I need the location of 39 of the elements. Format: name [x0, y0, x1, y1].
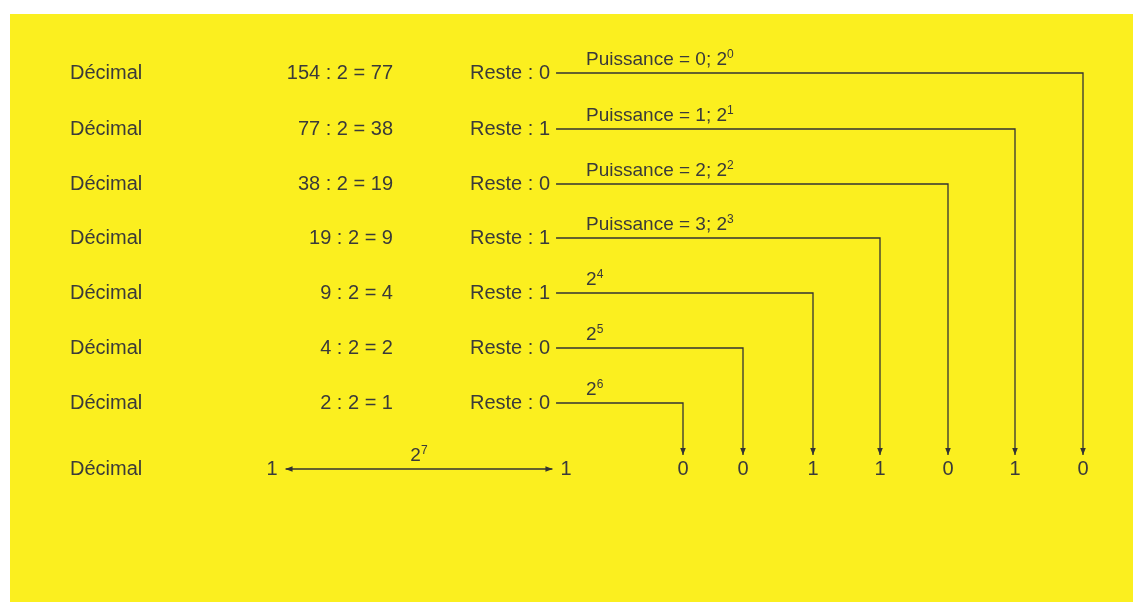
division-text: 38 : 2 = 19: [297, 171, 393, 195]
division-text: 2 : 2 = 1: [320, 390, 393, 414]
arrow: [555, 72, 1086, 456]
binary-digit: 0: [737, 456, 749, 480]
division-text: 77 : 2 = 38: [297, 116, 393, 140]
binary-digit: 0: [942, 456, 954, 480]
remainder-text: Reste : 0: [470, 171, 551, 195]
division-text: 154 : 2 = 77: [286, 60, 393, 84]
row-heading: Décimal: [70, 225, 143, 249]
remainder-text: Reste : 0: [470, 390, 551, 414]
arrow: [555, 402, 686, 456]
binary-digit: 1: [807, 456, 819, 480]
remainder-text: Reste : 1: [470, 116, 551, 140]
row-heading: Décimal: [70, 456, 143, 480]
arrow: [555, 128, 1018, 456]
remainder-text: Reste : 0: [470, 60, 551, 84]
row-heading: Décimal: [70, 60, 143, 84]
binary-digit: 1: [266, 456, 278, 480]
binary-digit: 0: [677, 456, 689, 480]
row-heading: Décimal: [70, 280, 143, 304]
row-heading: Décimal: [70, 116, 143, 140]
division-text: 19 : 2 = 9: [309, 225, 393, 249]
binary-digit: 1: [1009, 456, 1021, 480]
row-heading: Décimal: [70, 390, 143, 414]
binary-digit: 0: [1077, 456, 1089, 480]
division-text: 4 : 2 = 2: [320, 335, 393, 359]
arrow: [284, 466, 554, 472]
row-heading: Décimal: [70, 335, 143, 359]
arrow: [555, 183, 951, 456]
division-text: 9 : 2 = 4: [320, 280, 393, 304]
remainder-text: Reste : 1: [470, 280, 551, 304]
remainder-text: Reste : 1: [470, 225, 551, 249]
arrow: [555, 347, 746, 456]
row-heading: Décimal: [70, 171, 143, 195]
remainder-text: Reste : 0: [470, 335, 551, 359]
binary-digit: 1: [874, 456, 886, 480]
arrow: [555, 292, 816, 456]
arrow: [555, 237, 883, 456]
binary-digit: 1: [560, 456, 572, 480]
